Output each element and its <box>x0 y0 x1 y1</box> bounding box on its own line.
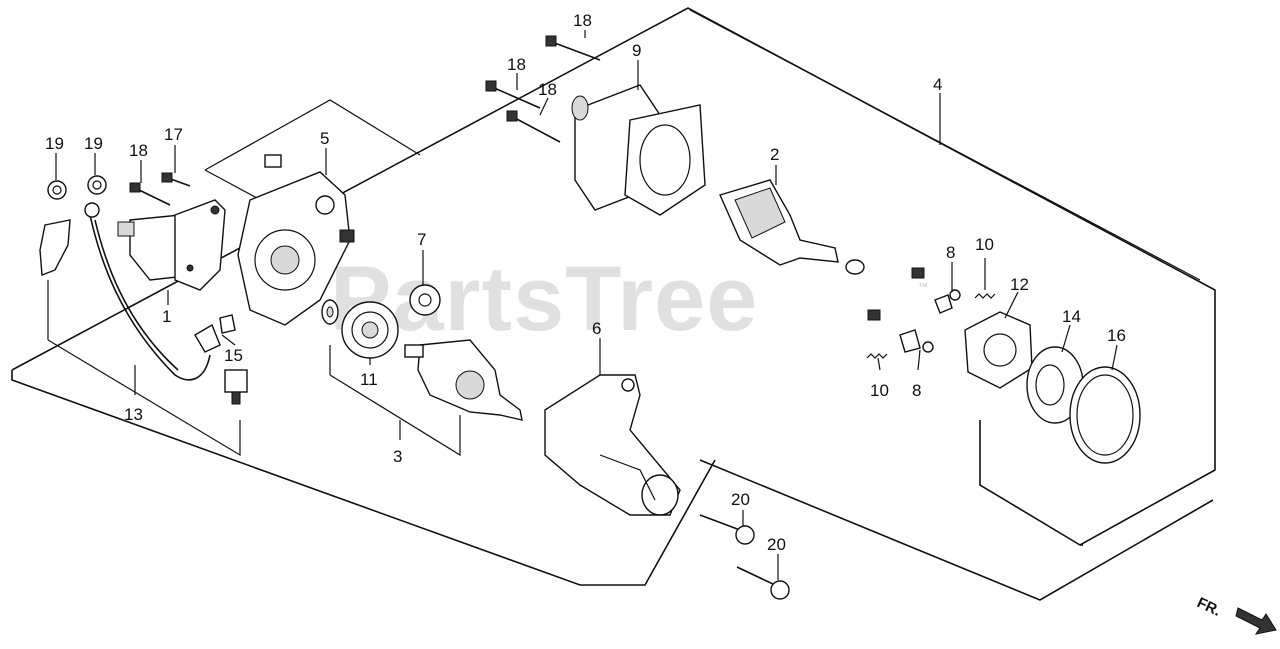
spring-part-b[interactable] <box>866 353 888 359</box>
callout-10b: 10 <box>870 381 889 400</box>
callout-5: 5 <box>320 129 329 148</box>
watermark: PartsTree <box>330 248 758 350</box>
cable-part[interactable] <box>39 202 211 381</box>
group-outline-13 <box>47 339 241 457</box>
callout-8b: 8 <box>912 381 921 400</box>
gear-cover-part[interactable] <box>544 374 681 516</box>
large-gear-part[interactable] <box>341 301 399 359</box>
callout-8a: 8 <box>946 243 955 262</box>
callout-19b: 19 <box>84 134 103 153</box>
callout-12: 12 <box>1010 275 1029 294</box>
nut-part-a[interactable] <box>47 180 67 200</box>
callout-13: 13 <box>124 405 143 424</box>
callout-16: 16 <box>1107 326 1126 345</box>
nut-part-b[interactable] <box>87 175 107 195</box>
flange-bolt-part-a[interactable] <box>699 514 755 545</box>
callout-7: 7 <box>417 230 426 249</box>
screw-part-b[interactable] <box>867 309 881 321</box>
connector-plug-part[interactable] <box>224 369 248 405</box>
front-housing-part[interactable] <box>237 154 355 326</box>
bolt-part-18a[interactable] <box>129 182 171 206</box>
flange-bolt-part-b[interactable] <box>736 566 790 600</box>
brush-part-b[interactable] <box>899 329 934 353</box>
bolt-part-17[interactable] <box>161 172 191 187</box>
callout-15: 15 <box>224 346 243 365</box>
watermark-trademark: ™ <box>918 282 928 293</box>
callout-14: 14 <box>1062 307 1081 326</box>
callout-18b: 18 <box>507 55 526 74</box>
callout-20b: 20 <box>767 535 786 554</box>
callout-17: 17 <box>164 125 183 144</box>
front-label: FR. <box>1194 594 1223 620</box>
brush-holder-part[interactable] <box>964 311 1033 389</box>
group-outline-3 <box>329 345 461 457</box>
callout-6: 6 <box>592 319 601 338</box>
callout-18c: 18 <box>538 80 557 99</box>
screw-part-a[interactable] <box>911 267 925 279</box>
solenoid-switch-part[interactable] <box>117 199 226 305</box>
bolt-part-18d[interactable] <box>506 110 561 143</box>
callout-9: 9 <box>632 41 641 60</box>
callout-labels: 1 2 3 4 5 6 7 8 8 9 10 10 11 12 13 14 15… <box>45 11 1126 554</box>
terminal-clip-part[interactable] <box>194 314 236 353</box>
small-gear-part[interactable] <box>409 284 441 316</box>
brush-part-a[interactable] <box>934 289 961 314</box>
front-arrow-icon <box>1235 607 1277 635</box>
armature-part[interactable] <box>719 179 865 275</box>
overrunning-clutch-part[interactable] <box>404 339 523 421</box>
callout-19a: 19 <box>45 134 64 153</box>
callout-20a: 20 <box>731 490 750 509</box>
callout-11: 11 <box>360 370 378 389</box>
bolt-part-18b[interactable] <box>545 35 601 61</box>
callout-18a: 18 <box>573 11 592 30</box>
callout-10a: 10 <box>975 235 994 254</box>
callout-3: 3 <box>393 447 402 466</box>
group-outline-4 <box>689 9 1201 281</box>
spring-part-a[interactable] <box>974 293 996 299</box>
o-ring-part[interactable] <box>1069 366 1141 464</box>
callout-4: 4 <box>933 75 942 94</box>
front-direction-indicator: FR. <box>1194 594 1277 635</box>
bolt-part-18c[interactable] <box>485 80 541 109</box>
assembly-outline <box>11 7 1216 601</box>
callout-2: 2 <box>770 145 779 164</box>
yoke-housing-part[interactable] <box>571 84 706 216</box>
callout-18d: 18 <box>129 141 148 160</box>
callout-1: 1 <box>162 307 171 326</box>
washer-part[interactable] <box>321 299 339 325</box>
leader-lines <box>55 30 1118 580</box>
